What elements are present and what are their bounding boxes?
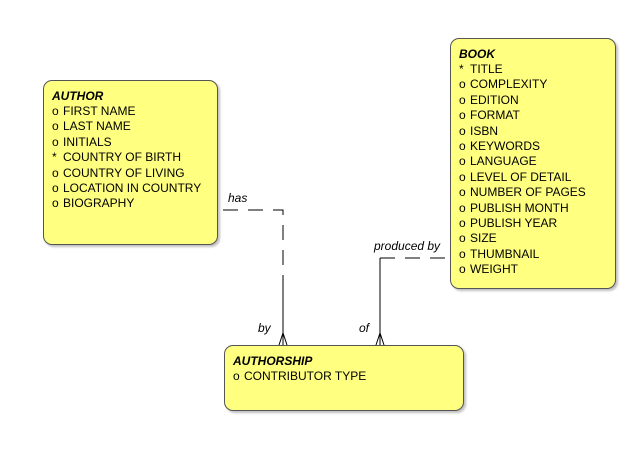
attribute-name: FIRST NAME xyxy=(63,104,136,118)
attribute-marker: * xyxy=(459,62,464,76)
attribute-list: o CONTRIBUTOR TYPE xyxy=(233,369,455,384)
entity-title: AUTHOR xyxy=(52,89,104,103)
attribute-item: * COUNTRY OF BIRTH xyxy=(52,150,209,165)
attribute-name: EDITION xyxy=(470,92,519,107)
entity-title: BOOK xyxy=(459,47,495,61)
attribute-item: * TITLE xyxy=(459,62,607,77)
attribute-name: LEVEL OF DETAIL xyxy=(470,169,572,184)
attribute-name: SIZE xyxy=(470,231,497,246)
attribute-item: o CONTRIBUTOR TYPE xyxy=(233,369,455,384)
attribute-item: o COUNTRY OF LIVING xyxy=(52,166,209,181)
attribute-name: THUMBNAIL xyxy=(470,246,540,261)
attribute-marker: o xyxy=(52,134,59,149)
attribute-item: o THUMBNAIL xyxy=(459,247,607,262)
attribute-marker: o xyxy=(459,138,466,153)
attribute-marker: o xyxy=(459,200,466,215)
authorship-crowfoot-book-side xyxy=(375,331,385,346)
attribute-name: COMPLEXITY xyxy=(470,77,548,92)
attribute-marker: o xyxy=(459,77,466,92)
attribute-marker: o xyxy=(459,154,466,169)
entity-authorship[interactable]: AUTHORSHIP o CONTRIBUTOR TYPE xyxy=(224,345,464,411)
attribute-marker: o xyxy=(52,196,59,211)
attribute-name: CONTRIBUTOR TYPE xyxy=(244,369,367,383)
author-relationship-dashed-segment xyxy=(223,209,284,275)
relationship-label-has: has xyxy=(228,191,248,205)
attribute-item: o LAST NAME xyxy=(52,119,209,134)
attribute-marker: o xyxy=(52,104,59,118)
attribute-name: WEIGHT xyxy=(470,262,518,277)
attribute-marker: o xyxy=(459,169,466,184)
attribute-name: ISBN xyxy=(470,123,499,138)
attribute-name: LANGUAGE xyxy=(470,154,537,169)
attribute-item: o KEYWORDS xyxy=(459,139,607,154)
attribute-item: o FIRST NAME xyxy=(52,104,209,119)
relationship-label-by: by xyxy=(258,321,271,335)
attribute-item: o INITIALS xyxy=(52,135,209,150)
attribute-marker: o xyxy=(459,185,466,200)
attribute-name: LOCATION IN COUNTRY xyxy=(63,180,202,195)
attribute-item: o SIZE xyxy=(459,231,607,246)
attribute-name: PUBLISH MONTH xyxy=(470,200,569,215)
attribute-item: o COMPLEXITY xyxy=(459,77,607,92)
attribute-marker: o xyxy=(52,165,59,180)
attribute-name: LAST NAME xyxy=(63,119,131,134)
attribute-item: o EDITION xyxy=(459,93,607,108)
attribute-marker: * xyxy=(52,150,57,165)
attribute-marker: o xyxy=(459,108,466,123)
attribute-item: o PUBLISH YEAR xyxy=(459,216,607,231)
attribute-item: o BIOGRAPHY xyxy=(52,196,209,211)
attribute-name: TITLE xyxy=(470,62,503,76)
attribute-marker: o xyxy=(233,369,240,383)
attribute-name: NUMBER OF PAGES xyxy=(470,185,586,200)
attribute-marker: o xyxy=(52,180,59,195)
attribute-name: BIOGRAPHY xyxy=(63,196,135,211)
relationship-label-produced-by: produced by xyxy=(374,239,441,253)
attribute-item: o FORMAT xyxy=(459,108,607,123)
attribute-name: COUNTRY OF LIVING xyxy=(63,165,185,180)
attribute-marker: o xyxy=(459,215,466,230)
attribute-name: FORMAT xyxy=(470,108,520,123)
attribute-item: o LEVEL OF DETAIL xyxy=(459,170,607,185)
attribute-item: o LOCATION IN COUNTRY xyxy=(52,181,209,196)
attribute-marker: o xyxy=(459,231,466,246)
attribute-marker: o xyxy=(459,92,466,107)
attribute-name: COUNTRY OF BIRTH xyxy=(63,150,182,165)
attribute-name: PUBLISH YEAR xyxy=(470,215,558,230)
entity-title: AUTHORSHIP xyxy=(233,354,313,368)
attribute-marker: o xyxy=(52,119,59,134)
attribute-item: o PUBLISH MONTH xyxy=(459,201,607,216)
attribute-name: INITIALS xyxy=(63,134,112,149)
relationship-label-of: of xyxy=(359,321,370,335)
attribute-item: o WEIGHT xyxy=(459,262,607,277)
attribute-marker: o xyxy=(459,262,466,277)
attribute-name: KEYWORDS xyxy=(470,138,541,153)
attribute-item: o NUMBER OF PAGES xyxy=(459,185,607,200)
attribute-marker: o xyxy=(459,123,466,138)
attribute-item: o ISBN xyxy=(459,124,607,139)
attribute-item: o LANGUAGE xyxy=(459,154,607,169)
authorship-crowfoot-author-side xyxy=(278,331,288,346)
attribute-marker: o xyxy=(459,246,466,261)
